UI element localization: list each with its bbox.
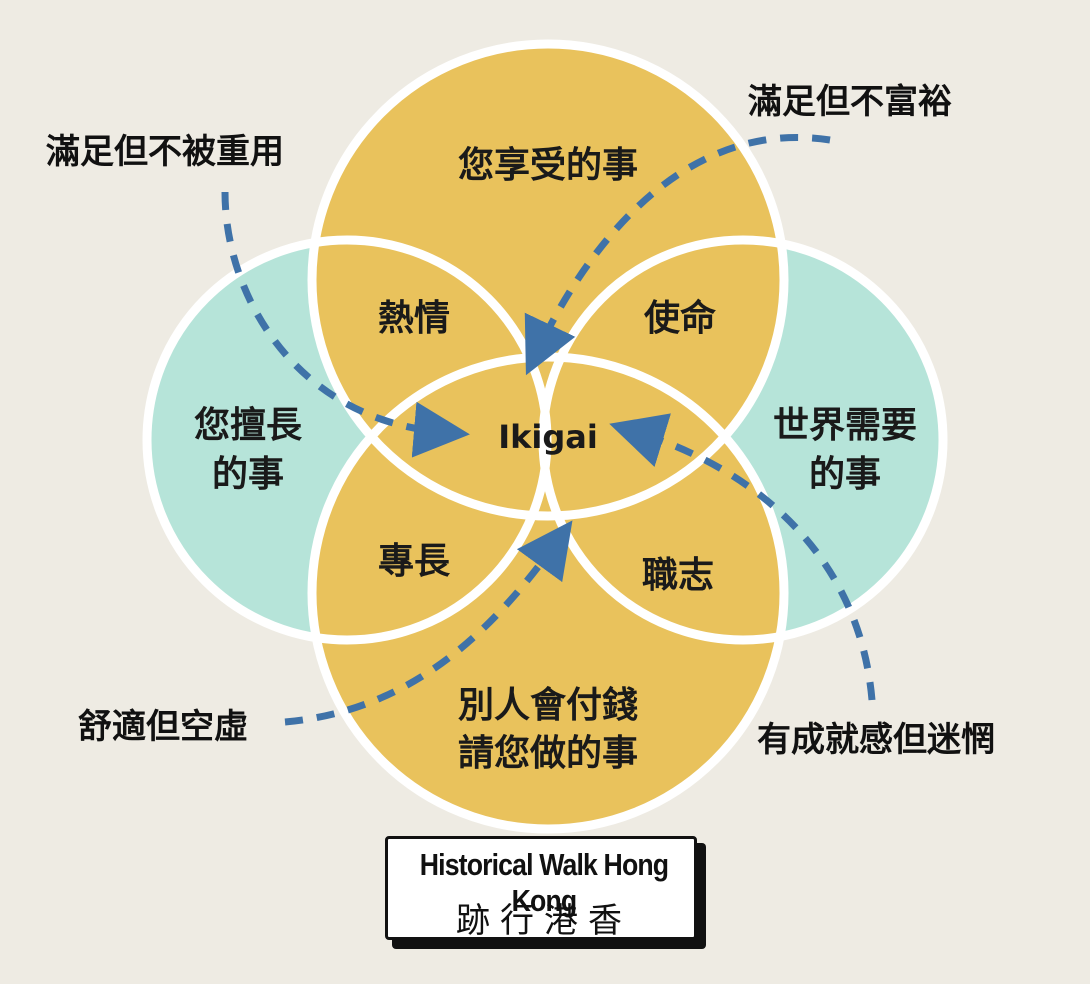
label-right-circle-line1: 世界需要 (773, 405, 917, 446)
outer-label-top-right: 滿足但不富裕 (748, 82, 952, 122)
label-passion: 熱情 (378, 298, 450, 339)
arrow-bottom-left (284, 520, 573, 726)
outer-label-bottom-right: 有成就感但迷惘 (757, 720, 995, 760)
label-left-circle-line1: 您擅長 (194, 405, 303, 446)
circle-right-outline (538, 235, 948, 645)
arrow-top-right (524, 133, 831, 376)
label-left-circle-line2: 的事 (212, 454, 284, 495)
outer-label-top-left: 滿足但不被重用 (46, 132, 284, 172)
outer-label-bottom-left: 舒適但空虛 (78, 707, 248, 747)
label-right-circle-line2: 的事 (809, 454, 881, 495)
logo-chinese-text: 跡行港香 (456, 901, 632, 941)
arrow-top-left (221, 191, 470, 458)
label-profession: 專長 (378, 541, 451, 582)
label-vocation: 職志 (642, 555, 714, 596)
dashed-arrows (221, 133, 876, 726)
label-mission: 使命 (644, 297, 716, 339)
historical-walk-logo: Historical Walk Hong Kong 跡行港香 (385, 836, 709, 952)
label-top-circle: 您享受的事 (458, 145, 638, 186)
circle-bottom-fill (312, 357, 784, 829)
label-ikigai-center: Ikigai (498, 418, 598, 456)
label-bottom-circle-line2: 請您做的事 (458, 733, 638, 774)
logo-english-text: Historical Walk Hong Kong (419, 847, 669, 918)
label-bottom-circle-line1: 別人會付錢 (458, 685, 638, 726)
circle-top-outline (307, 39, 789, 521)
arrow-bottom-right (609, 413, 876, 701)
logo-box: Historical Walk Hong Kong 跡行港香 (385, 836, 697, 941)
